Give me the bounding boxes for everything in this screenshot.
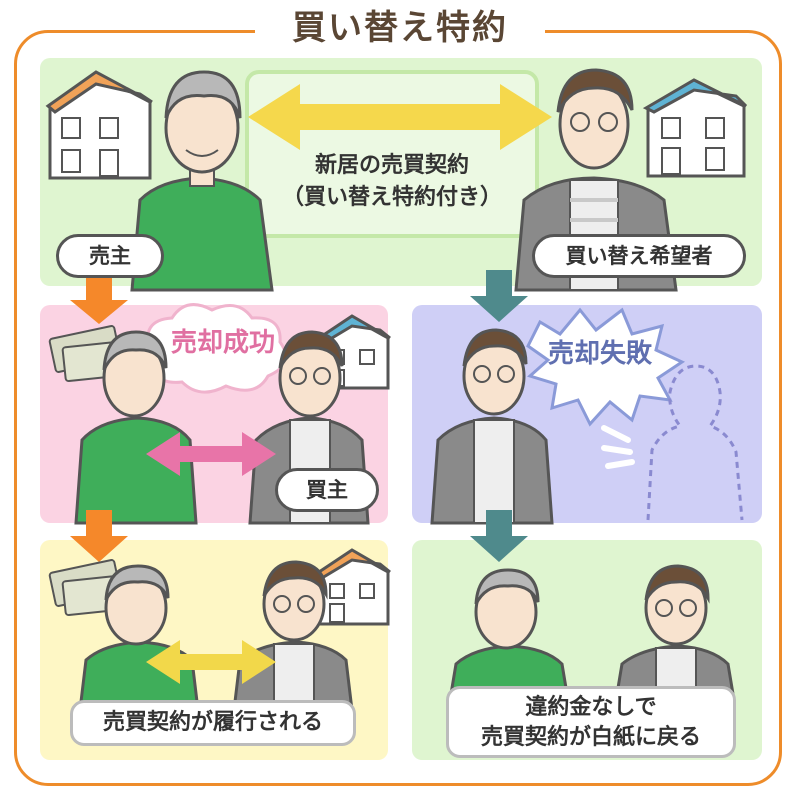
void-label: 違約金なしで 売買契約が白紙に戻る	[446, 686, 736, 758]
buyer-figure	[430, 328, 554, 525]
flow-arrow-down	[70, 278, 128, 324]
buyer-figure	[614, 564, 736, 702]
flow-arrow-down	[70, 510, 128, 562]
flow-arrow-down	[470, 270, 528, 322]
contract-arrow	[248, 84, 552, 150]
flow-arrow-down	[470, 510, 528, 562]
contract-description: 新居の売買契約 （買い替え特約付き）	[245, 150, 539, 214]
purchaser-figure	[232, 560, 354, 712]
diagram-title: 買い替え特約	[255, 6, 545, 50]
void-line-1: 違約金なしで	[525, 695, 657, 720]
buyer-hopeful-label: 買い替え希望者	[532, 234, 746, 278]
success-bubble	[146, 303, 288, 394]
seller-figure	[78, 564, 200, 712]
fulfill-arrow	[146, 640, 276, 684]
contract-box	[245, 70, 539, 238]
seller-figure	[448, 568, 570, 702]
house-icon	[45, 70, 153, 180]
sale-arrow	[146, 432, 276, 476]
void-line-2: 売買契約が白紙に戻る	[480, 725, 701, 750]
success-text: 売却成功	[170, 328, 275, 358]
seller-figure	[130, 70, 274, 292]
house-icon	[313, 548, 391, 626]
seller-label: 売主	[56, 234, 164, 278]
house-icon	[642, 78, 748, 178]
contract-line-1: 新居の売買契約	[314, 153, 469, 178]
purchaser-label: 買主	[275, 468, 379, 512]
contract-line-2: （買い替え特約付き）	[281, 185, 502, 210]
failure-text: 売却失敗	[547, 339, 652, 369]
failure-burst	[526, 307, 686, 427]
shock-marks	[601, 425, 635, 469]
fulfilled-label: 売買契約が履行される	[70, 700, 356, 746]
